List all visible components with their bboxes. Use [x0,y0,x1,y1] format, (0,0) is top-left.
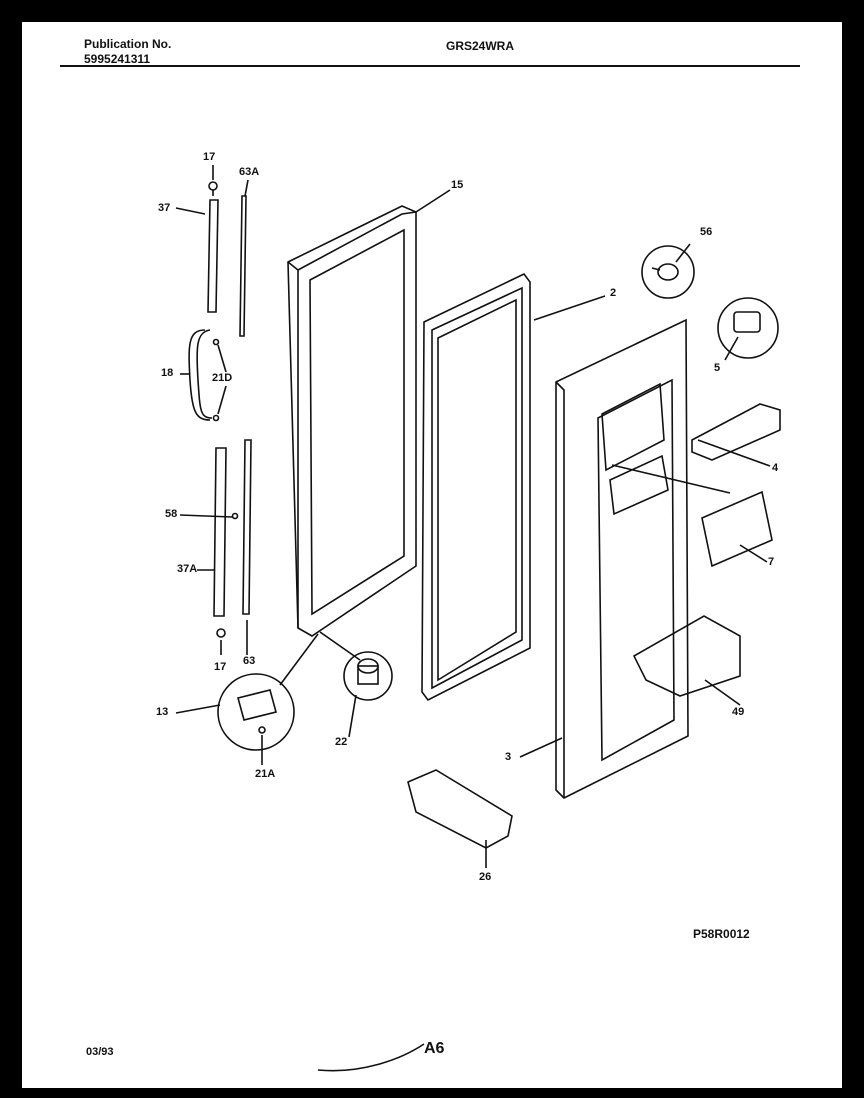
screw-17-top [208,181,218,196]
strip-63 [242,439,252,615]
leader-lines [175,165,771,868]
callout-63A: 63A [239,166,260,178]
door-frame-15 [287,205,417,637]
callout-37: 37 [158,202,171,214]
callout-17-bottom: 17 [214,661,227,673]
callout-2: 2 [610,287,617,299]
callout-5: 5 [714,362,721,374]
strip-63A [239,195,247,337]
trim-37 [207,199,219,313]
callout-7: 7 [768,556,775,568]
callout-21A: 21A [255,768,276,780]
callout-17-top: 17 [203,151,216,163]
cap-5 [717,297,779,359]
callout-13: 13 [156,706,169,718]
model-number: GRS24WRA [446,39,515,53]
trim-37A [213,447,227,617]
screw-17-bottom [216,628,226,638]
callout-58: 58 [165,508,178,520]
publication-number: 5995241311 [84,52,151,66]
callout-63: 63 [243,655,256,667]
page-number: A6 [424,1040,445,1057]
door-liner-3 [555,318,689,799]
screw-56 [641,245,695,299]
callout-37A: 37A [177,563,198,575]
shelf-4 [691,403,781,461]
screw-21D-top [212,338,220,346]
screw-21D-bottom [212,414,220,422]
bin-7 [701,490,773,568]
callout-22: 22 [335,736,348,748]
callout-4: 4 [772,462,779,474]
callout-3: 3 [505,751,512,763]
door-bin-49 [632,615,741,697]
header-rule [60,65,800,67]
screw-58 [231,512,239,520]
bin-26 [407,769,513,849]
callout-56: 56 [700,226,713,238]
bottom-curve-mark [317,1043,425,1072]
publication-label: Publication No. [84,37,172,51]
callout-15: 15 [451,179,464,191]
gasket-2 [421,272,531,702]
callout-18: 18 [161,367,174,379]
callout-49: 49 [732,706,745,718]
diagram-code: P58R0012 [693,927,750,941]
handle-18 [188,329,213,421]
callout-21D: 21D [212,372,233,384]
hinge-13 [217,673,295,751]
footer-date: 03/93 [86,1046,114,1058]
callout-26: 26 [479,871,492,883]
bushing-22 [343,651,393,701]
